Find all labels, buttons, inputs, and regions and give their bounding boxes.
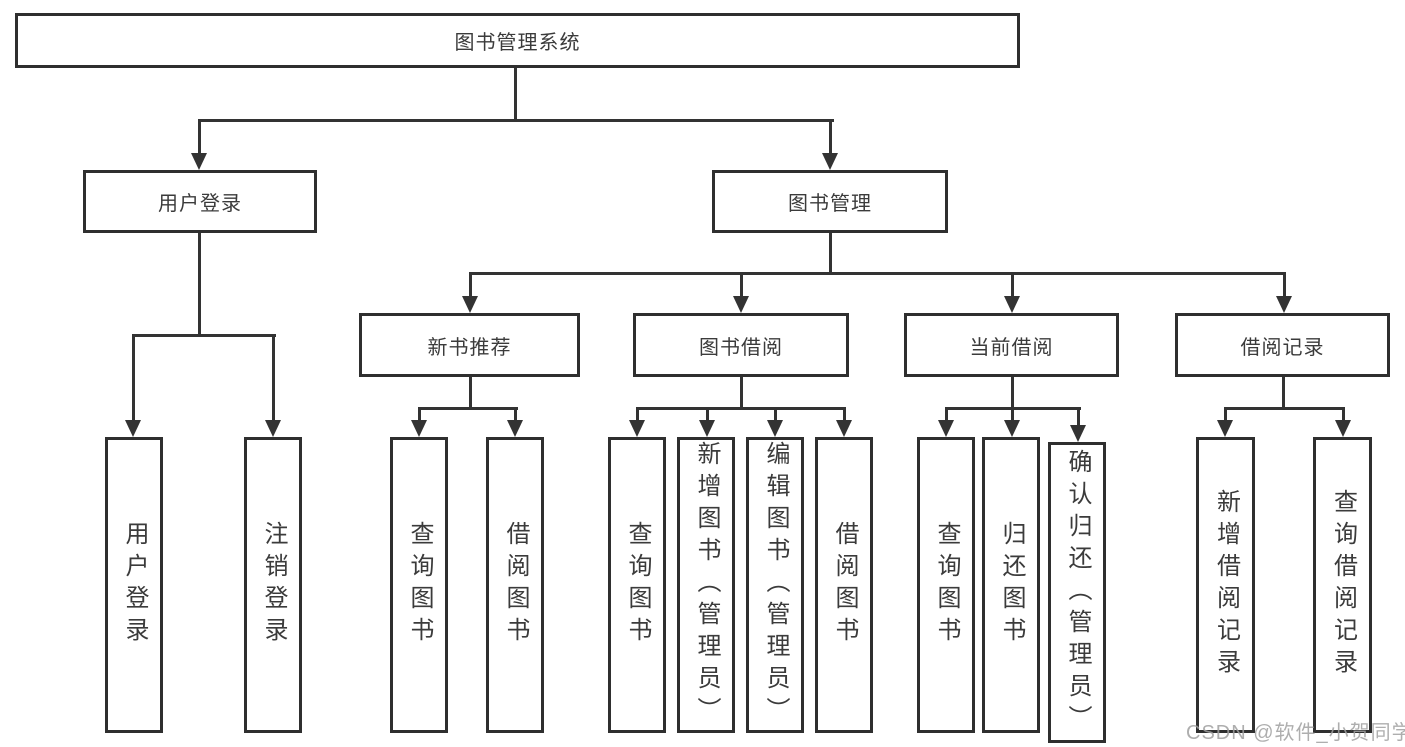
- edge-root-split: [198, 119, 834, 122]
- node-leaf-bb-edit-label: 编辑图书（管理员）: [762, 441, 789, 729]
- edge-to-user-login: [198, 119, 201, 155]
- node-book-borrow: 图书借阅: [633, 313, 849, 377]
- edge-book-borrow-split: [636, 407, 846, 410]
- arrowhead-br-query: [1335, 420, 1351, 437]
- node-leaf-bb-add-label: 新增图书（管理员）: [693, 441, 720, 729]
- edge-to-cb-return: [1011, 407, 1014, 422]
- arrowhead-new-book-rec: [462, 296, 478, 313]
- node-leaf-cb-query: 查询图书: [917, 437, 975, 733]
- edge-to-nb-borrow: [514, 407, 517, 422]
- node-leaf-bb-query-label: 查询图书: [624, 521, 651, 649]
- edge-to-bb-edit: [774, 407, 777, 422]
- edge-to-borrow-record: [1283, 272, 1286, 298]
- node-leaf-br-add-label: 新增借阅记录: [1212, 489, 1240, 681]
- arrowhead-bb-query: [629, 420, 645, 437]
- node-leaf-cb-return: 归还图书: [982, 437, 1040, 733]
- node-leaf-cb-confirm-label: 确认归还（管理员）: [1064, 448, 1091, 737]
- node-leaf-br-query-label: 查询借阅记录: [1329, 489, 1357, 681]
- edge-to-book-mgmt: [829, 119, 832, 155]
- arrowhead-br-add: [1217, 420, 1233, 437]
- node-leaf-logout: 注销登录: [244, 437, 302, 733]
- node-leaf-nb-borrow-label: 借阅图书: [502, 521, 529, 649]
- node-current-borrow: 当前借阅: [904, 313, 1119, 377]
- node-leaf-cb-confirm: 确认归还（管理员）: [1048, 442, 1106, 743]
- node-book-mgmt: 图书管理: [712, 170, 948, 233]
- node-leaf-bb-edit: 编辑图书（管理员）: [746, 437, 804, 733]
- node-book-mgmt-label: 图书管理: [788, 193, 872, 215]
- node-new-book-rec-label: 新书推荐: [427, 336, 512, 359]
- edge-current-borrow-down: [1011, 377, 1014, 410]
- node-leaf-cb-query-label: 查询图书: [933, 521, 960, 649]
- edge-borrow-record-split: [1224, 407, 1345, 410]
- edge-to-cb-query: [945, 407, 948, 422]
- node-borrow-record: 借阅记录: [1175, 313, 1390, 377]
- node-borrow-record-label: 借阅记录: [1240, 336, 1325, 359]
- arrowhead-bb-edit: [767, 420, 783, 437]
- node-leaf-nb-query: 查询图书: [390, 437, 448, 733]
- edge-borrow-record-down: [1282, 377, 1285, 410]
- arrowhead-current-borrow: [1004, 296, 1020, 313]
- node-current-borrow-label: 当前借阅: [969, 336, 1054, 359]
- node-leaf-nb-query-label: 查询图书: [406, 521, 433, 649]
- node-leaf-bb-borrow: 借阅图书: [815, 437, 873, 733]
- node-new-book-rec: 新书推荐: [359, 313, 580, 377]
- arrowhead-borrow-record: [1276, 296, 1292, 313]
- node-leaf-br-query: 查询借阅记录: [1313, 437, 1372, 733]
- edge-to-bb-borrow: [843, 407, 846, 422]
- arrowhead-nb-query: [411, 420, 427, 437]
- edge-to-ul-logout: [272, 334, 275, 422]
- edge-to-current-borrow: [1011, 272, 1014, 298]
- edge-user-login-down: [198, 233, 201, 337]
- edge-to-new-book-rec: [469, 272, 472, 298]
- node-book-borrow-label: 图书借阅: [699, 336, 783, 359]
- node-user-login: 用户登录: [83, 170, 317, 233]
- arrowhead-user-login: [191, 153, 207, 170]
- arrowhead-book-borrow: [733, 296, 749, 313]
- edge-to-cb-confirm: [1077, 407, 1080, 427]
- csdn-watermark: CSDN @软件_小贺同学: [1186, 722, 1405, 744]
- arrowhead-bb-borrow: [836, 420, 852, 437]
- node-root: 图书管理系统: [15, 13, 1020, 68]
- edge-book-mgmt-split: [469, 272, 1286, 275]
- arrowhead-ul-user-login: [125, 420, 141, 437]
- node-user-login-label: 用户登录: [158, 193, 242, 215]
- node-leaf-user-login: 用户登录: [105, 437, 163, 733]
- edge-new-book-rec-split: [418, 407, 518, 410]
- edge-to-bb-query: [636, 407, 639, 422]
- arrowhead-book-mgmt: [822, 153, 838, 170]
- node-leaf-logout-label: 注销登录: [260, 521, 287, 649]
- arrowhead-ul-logout: [265, 420, 281, 437]
- edge-to-br-query: [1342, 407, 1345, 422]
- node-leaf-cb-return-label: 归还图书: [998, 521, 1025, 649]
- node-leaf-nb-borrow: 借阅图书: [486, 437, 544, 733]
- node-leaf-user-login-label: 用户登录: [121, 521, 148, 649]
- edge-to-br-add: [1224, 407, 1227, 422]
- edge-to-book-borrow: [740, 272, 743, 298]
- arrowhead-cb-return: [1004, 420, 1020, 437]
- edge-root-down: [514, 68, 517, 122]
- node-leaf-br-add: 新增借阅记录: [1196, 437, 1255, 733]
- edge-book-borrow-down: [740, 377, 743, 410]
- edge-user-login-split: [132, 334, 276, 337]
- edge-to-bb-add: [706, 407, 709, 422]
- arrowhead-cb-confirm: [1070, 425, 1086, 442]
- arrowhead-bb-add: [699, 420, 715, 437]
- node-leaf-bb-borrow-label: 借阅图书: [831, 521, 858, 649]
- edge-to-nb-query: [418, 407, 421, 422]
- arrowhead-cb-query: [938, 420, 954, 437]
- node-leaf-bb-query: 查询图书: [608, 437, 666, 733]
- node-leaf-bb-add: 新增图书（管理员）: [677, 437, 735, 733]
- arrowhead-nb-borrow: [507, 420, 523, 437]
- edge-new-book-rec-down: [469, 377, 472, 410]
- edge-book-mgmt-down: [829, 233, 832, 275]
- node-root-label: 图书管理系统: [454, 32, 581, 54]
- edge-to-ul-user-login: [132, 334, 135, 422]
